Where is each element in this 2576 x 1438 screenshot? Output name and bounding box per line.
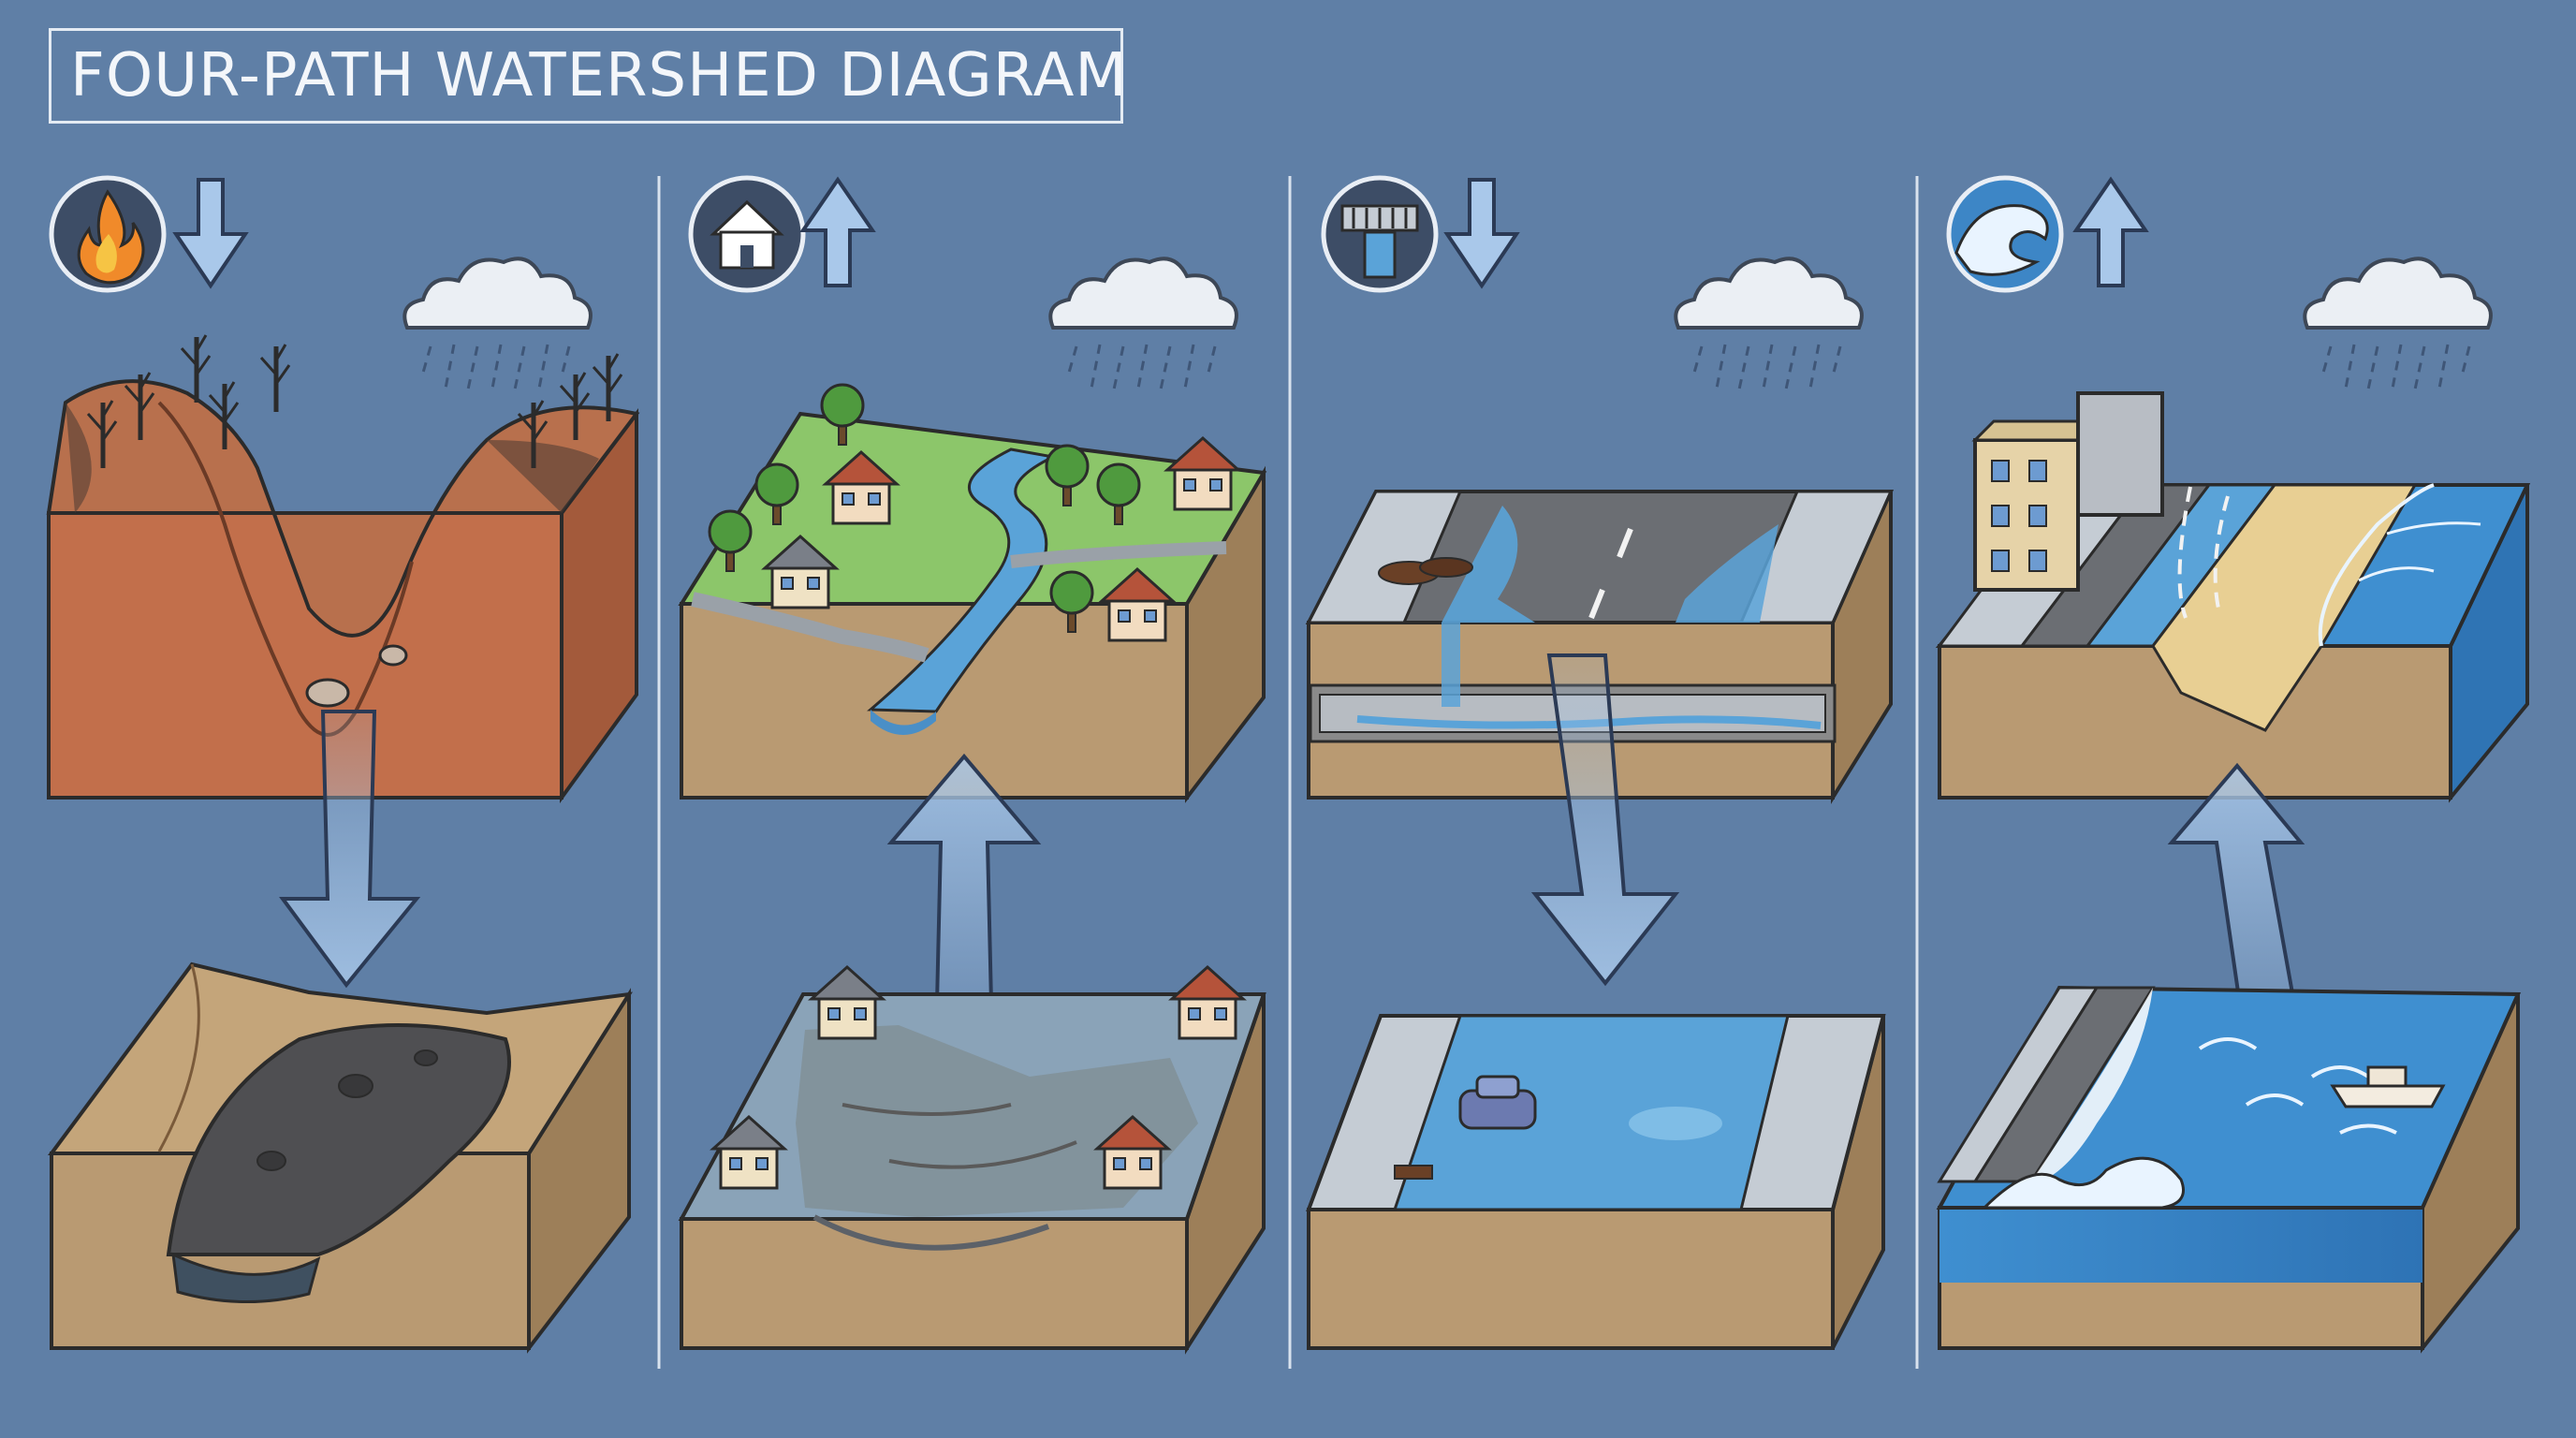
car-icon [1458, 1075, 1537, 1130]
river-neighborhood [678, 383, 1267, 803]
burned-hillside [46, 335, 640, 804]
up-arrow-icon [799, 176, 876, 287]
debris-pile [1394, 1165, 1433, 1180]
wave-badge-icon [1946, 175, 2064, 293]
flooded-road [1306, 1014, 1886, 1350]
flooded-streets [678, 965, 1266, 1355]
panel-stormdrain [1305, 175, 1895, 1350]
cloud-icon [1048, 257, 1238, 395]
cloud-icon [2303, 257, 2493, 395]
house-badge-icon [688, 175, 806, 293]
panel-neighborhood [678, 175, 1267, 1355]
diagram-title: FOUR-PATH WATERSHED DIAGRAM [70, 41, 1128, 110]
boat-icon [2330, 1065, 2446, 1108]
up-arrow-icon [2072, 176, 2149, 287]
cloud-icon [1674, 257, 1864, 395]
debris-pile [1378, 557, 1473, 585]
building-icon [1971, 391, 2164, 592]
storm-drain-badge-icon [1321, 175, 1439, 293]
cloud-icon [402, 257, 593, 395]
flow-arrow-down [279, 710, 421, 989]
debris-flow-channel [48, 961, 633, 1354]
flame-badge-icon [49, 175, 167, 293]
down-arrow-icon [1443, 178, 1520, 289]
panel-wildfire [46, 175, 640, 1354]
flow-arrow-down [1530, 653, 1680, 987]
down-arrow-icon [172, 178, 249, 289]
storm-surge [1936, 985, 2522, 1354]
title-frame: FOUR-PATH WATERSHED DIAGRAM [49, 28, 1127, 124]
panel-coastal [1935, 175, 2531, 1354]
coastal-road-beach [1935, 391, 2531, 803]
